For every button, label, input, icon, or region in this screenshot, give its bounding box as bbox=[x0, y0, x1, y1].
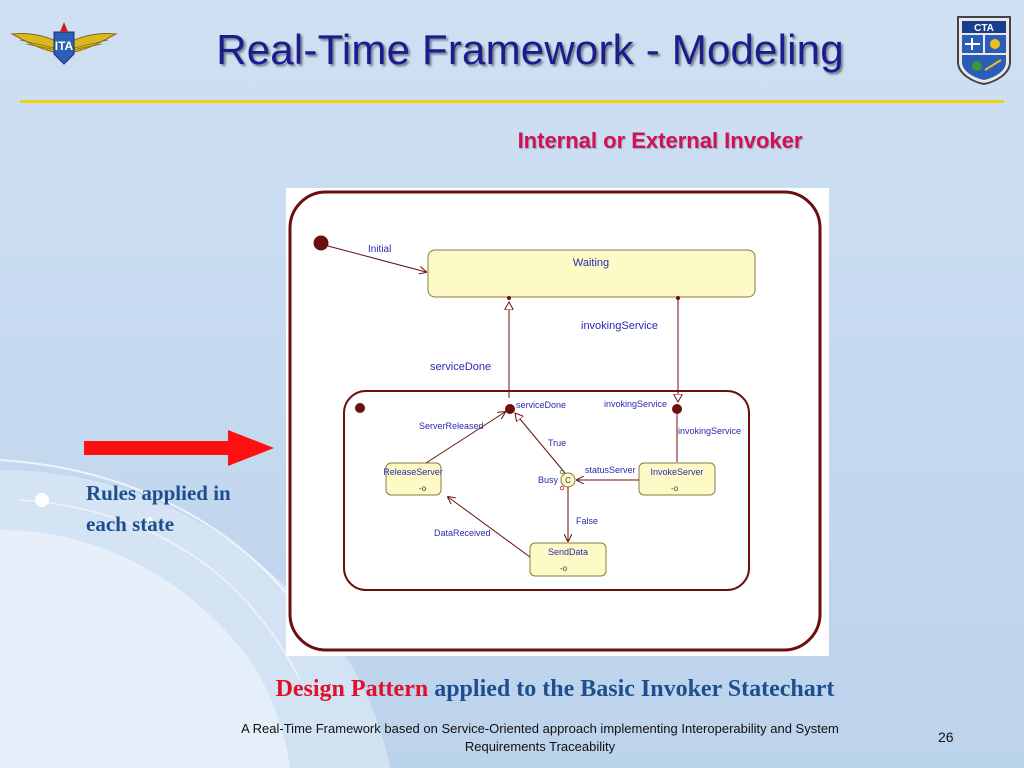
initial-label: Initial bbox=[368, 244, 391, 255]
data-received-transition bbox=[448, 497, 531, 558]
right-logo-text: CTA bbox=[974, 23, 994, 34]
caption-highlight: Design Pattern bbox=[275, 676, 429, 702]
service-done-junction bbox=[505, 404, 515, 414]
status-server-label: statusServer bbox=[585, 465, 636, 475]
winged-ita-emblem-icon: ITA bbox=[10, 22, 118, 65]
state-send-data bbox=[529, 542, 607, 577]
red-right-arrow-icon bbox=[84, 430, 274, 466]
data-received-label: DataReceived bbox=[434, 528, 491, 538]
slide-footer: A Real-Time Framework based on Service-O… bbox=[200, 720, 880, 756]
inner-invoking-service-label-2: invokingService bbox=[678, 426, 741, 436]
footer-line2: Requirements Traceability bbox=[464, 739, 616, 754]
svg-text:-o: -o bbox=[419, 484, 427, 493]
rules-note-line2: each state bbox=[86, 512, 175, 536]
state-waiting bbox=[427, 249, 756, 298]
caption-rest: applied to the Basic Invoker Statechart bbox=[434, 676, 835, 702]
footer-line1: A Real-Time Framework based on Service-O… bbox=[241, 721, 839, 736]
state-waiting-label: Waiting bbox=[573, 257, 609, 269]
busy-label: Busy bbox=[538, 475, 559, 485]
initial-state-dot bbox=[313, 235, 329, 251]
statechart-diagram: Initial Waiting serviceDone invokingServ… bbox=[286, 188, 829, 656]
cta-shield-emblem-icon: CTA bbox=[957, 16, 1011, 86]
invoking-service-label: invokingService bbox=[581, 320, 658, 332]
outer-statechart-boundary bbox=[288, 190, 822, 652]
server-released-label: ServerReleased bbox=[419, 421, 484, 431]
svg-text:-o: -o bbox=[671, 484, 679, 493]
true-label: True bbox=[548, 438, 566, 448]
slide-title: Real-Time Framework - Modeling bbox=[216, 26, 844, 73]
inner-composite-state bbox=[343, 390, 750, 591]
state-send-data-label: SendData bbox=[548, 547, 588, 557]
inner-initial-dot bbox=[355, 403, 365, 413]
diagram-subheading: Internal or External Invoker bbox=[517, 128, 803, 153]
server-released-transition bbox=[425, 412, 505, 464]
inner-invoking-service-label: invokingService bbox=[604, 399, 667, 409]
rules-note: Rules applied in each state bbox=[86, 478, 286, 540]
service-done-label: serviceDone bbox=[430, 361, 491, 373]
diagram-caption: Design Pattern applied to the Basic Invo… bbox=[150, 676, 960, 703]
condition-label: C bbox=[565, 476, 571, 485]
state-invoke-server bbox=[638, 462, 716, 496]
svg-text:-o: -o bbox=[560, 564, 568, 573]
invoking-service-junction bbox=[672, 404, 682, 414]
state-release-server bbox=[385, 462, 442, 496]
left-logo-text: ITA bbox=[55, 39, 74, 53]
initial-transition bbox=[327, 245, 426, 272]
state-release-server-label: ReleaseServer bbox=[383, 467, 443, 477]
title-underline bbox=[20, 100, 1004, 103]
false-label: False bbox=[576, 516, 598, 526]
state-invoke-server-label: InvokeServer bbox=[650, 467, 703, 477]
rules-note-line1: Rules applied in bbox=[86, 481, 231, 505]
page-number: 26 bbox=[938, 729, 954, 745]
inner-service-done-label: serviceDone bbox=[516, 400, 566, 410]
true-transition bbox=[515, 413, 566, 474]
